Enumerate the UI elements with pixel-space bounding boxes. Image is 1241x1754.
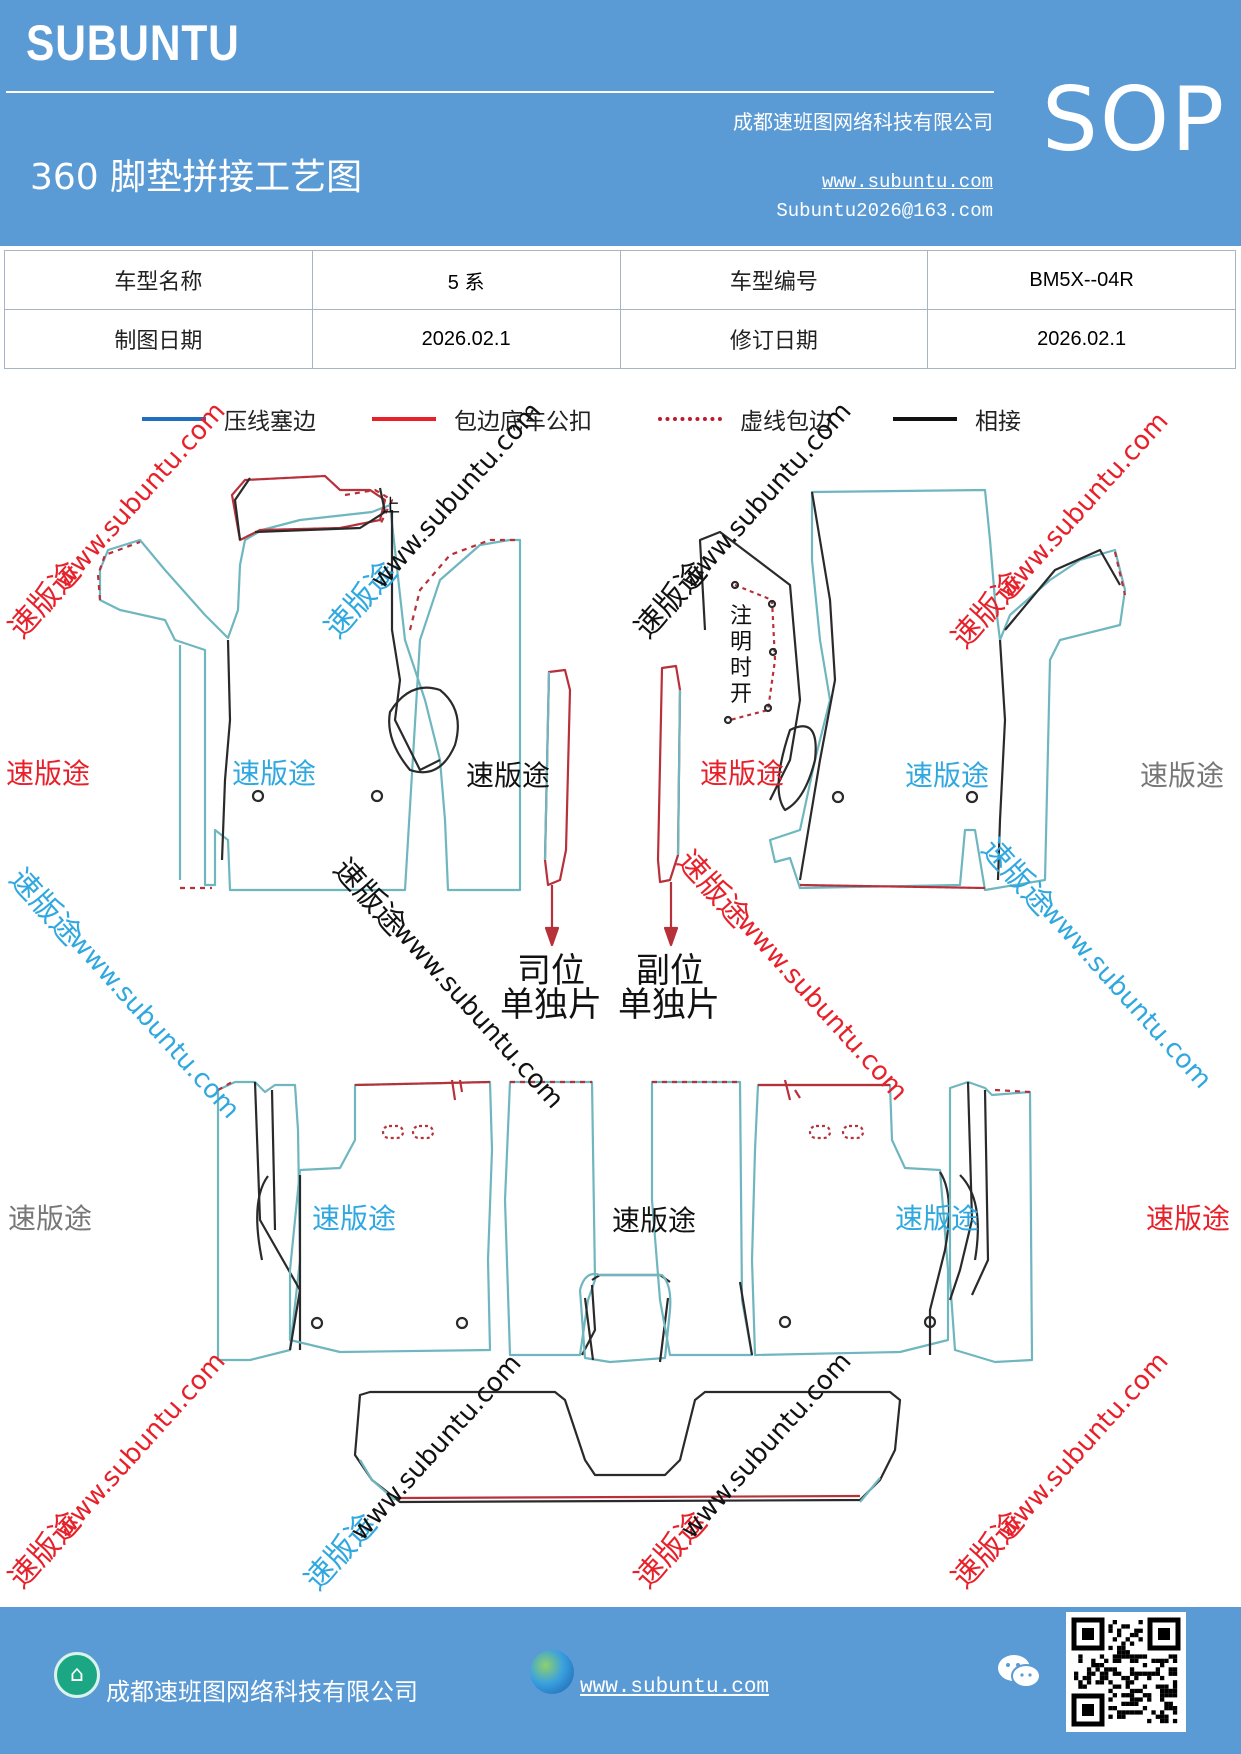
watermark-url: www.subuntu.com — [49, 1347, 232, 1545]
watermark-url: www.subuntu.com — [675, 1347, 858, 1545]
value-draw-date: 2026.02.1 — [311, 309, 621, 369]
sop-badge: SOP — [1042, 68, 1227, 171]
watermark-url: www.subuntu.com — [731, 909, 914, 1107]
watermark-url: www.subuntu.com — [1035, 897, 1218, 1095]
watermark-layer: 速版途 www.subuntu.com 速版途 www.subuntu.com 速版途 w… — [2, 397, 1230, 1598]
legend-label: 压线塞边 — [224, 409, 316, 435]
legend-label: 虚线包边 — [740, 409, 832, 435]
watermark-url: www.subuntu.com — [675, 397, 858, 595]
passenger-label: 副位 — [636, 951, 704, 991]
legend-swatch — [658, 417, 722, 421]
legend-item-edge-clip: 包边底车公扣 — [372, 402, 592, 436]
qr-code — [1066, 1612, 1186, 1732]
watermark-url: www.subuntu.com — [992, 407, 1175, 605]
info-table: 车型名称 5 系 车型编号 BM5X--04R 制图日期 2026.02.1 修… — [4, 250, 1236, 369]
watermark-url: www.subuntu.com — [63, 927, 246, 1125]
watermark-text: 速版途 — [466, 759, 550, 792]
header-divider — [6, 91, 994, 93]
passenger-label: 单独片 — [618, 985, 720, 1025]
page-title: 360 脚垫拼接工艺图 — [30, 157, 363, 198]
footer-company: 成都速班图网络科技有限公司 — [106, 1678, 418, 1706]
header-banner — [0, 0, 1241, 246]
watermark-text: 速版途 — [312, 1202, 396, 1235]
label-model-code: 车型编号 — [619, 250, 929, 310]
watermark-text: 速版途 — [700, 757, 784, 790]
note-char: 明 — [730, 630, 752, 655]
legend-swatch — [893, 417, 957, 421]
watermark-text: 速版途 — [232, 757, 316, 790]
company-name: 成都速班图网络科技有限公司 — [733, 110, 993, 134]
table-row: 制图日期 2026.02.1 修订日期 2026.02.1 — [4, 309, 1236, 369]
floor-mat-diagram: 上 — [2, 397, 1230, 1598]
watermark-text: 速版途 — [8, 1202, 92, 1235]
footer-website-link[interactable]: www.subuntu.com — [580, 1676, 770, 1699]
website-link[interactable]: www.subuntu.com — [821, 171, 993, 193]
brand-logo: SUBUNTU — [26, 15, 240, 71]
mark-up: 上 — [382, 496, 400, 517]
watermark-url: www.subuntu.com — [345, 1349, 528, 1547]
label-draw-date: 制图日期 — [4, 309, 313, 369]
watermark-text: 速版途 — [895, 1202, 979, 1235]
watermark-url: www.subuntu.com — [49, 397, 232, 595]
watermark-text: 速版途 — [1140, 759, 1224, 792]
value-model-name: 5 系 — [311, 250, 621, 310]
email-address: Subuntu2026@163.com — [776, 200, 993, 222]
table-row: 车型名称 5 系 车型编号 BM5X--04R — [4, 250, 1236, 310]
watermark-text: 速版途 — [6, 757, 90, 790]
globe-icon — [530, 1650, 574, 1694]
legend-item-joint: 相接 — [893, 402, 1021, 436]
label-model-name: 车型名称 — [4, 250, 313, 310]
watermark-text: 速版途 — [1146, 1202, 1230, 1235]
driver-label: 司位 — [517, 951, 585, 991]
value-revise-date: 2026.02.1 — [927, 309, 1236, 369]
note-char: 注 — [730, 604, 752, 629]
label-revise-date: 修订日期 — [619, 309, 929, 369]
note-char: 开 — [730, 682, 752, 707]
legend: 压线塞边 包边底车公扣 虚线包边 相接 — [0, 402, 1241, 442]
watermark-url: www.subuntu.com — [992, 1347, 1175, 1545]
value-model-code: BM5X--04R — [927, 250, 1236, 310]
driver-label: 单独片 — [500, 985, 602, 1025]
legend-label: 包边底车公扣 — [454, 409, 592, 435]
watermark-text: 速版途 — [612, 1204, 696, 1237]
legend-swatch — [372, 417, 436, 421]
watermark-text: 速版途 — [905, 759, 989, 792]
wechat-icon[interactable] — [996, 1652, 1042, 1692]
building-icon: ⌂ — [54, 1652, 100, 1698]
legend-item-dotted-edge: 虚线包边 — [658, 402, 832, 436]
note-char: 时 — [730, 656, 752, 681]
legend-item-press-seam: 压线塞边 — [142, 402, 316, 436]
legend-label: 相接 — [975, 409, 1021, 435]
legend-swatch — [142, 417, 206, 421]
